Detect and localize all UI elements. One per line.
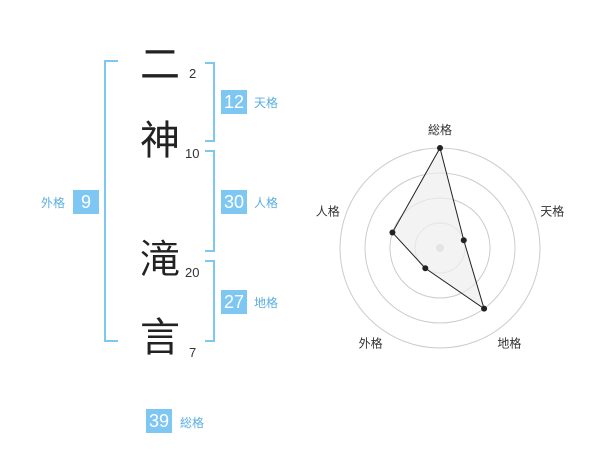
gaikaku-bracket (104, 60, 118, 342)
stroke-count-3: 20 (185, 265, 200, 280)
name-char-2: 神 (140, 118, 180, 164)
stroke-count-2: 10 (185, 146, 200, 161)
gaikaku-label: 外格 (41, 196, 66, 210)
soukaku-label: 総格 (180, 416, 205, 430)
radar-point-1 (437, 145, 443, 151)
jinkaku-value: 30 (221, 190, 247, 214)
name-char-1: 二 (140, 42, 180, 88)
radar-series-polygon (391, 146, 485, 310)
radar-point-2 (460, 237, 467, 244)
name-char-4: 言 (140, 315, 180, 361)
stroke-count-1: 2 (189, 66, 197, 81)
jinkaku-bracket (205, 150, 215, 252)
tenkaku-bracket (205, 62, 215, 142)
soukaku-value: 39 (146, 409, 172, 433)
stroke-count-4: 7 (189, 345, 197, 360)
radar-axis-label-2: 天格 (540, 204, 564, 219)
radar-axis-label-1: 総格 (428, 122, 452, 137)
chikaku-value: 27 (221, 290, 247, 314)
radar-point-4 (422, 265, 429, 272)
radar-axis-label-4: 外格 (359, 335, 383, 350)
jinkaku-label: 人格 (254, 196, 279, 210)
name-char-3: 滝 (140, 237, 180, 283)
tenkaku-value: 12 (221, 90, 247, 114)
radar-axis-label-3: 地格 (497, 335, 521, 350)
chikaku-label: 地格 (254, 296, 279, 310)
chikaku-bracket (205, 260, 215, 342)
radar-axis-label-5: 人格 (316, 204, 340, 219)
gaikaku-value: 9 (73, 190, 99, 214)
tenkaku-label: 天格 (254, 96, 279, 110)
radar-point-5 (389, 229, 396, 236)
radar-point-3 (481, 305, 488, 312)
